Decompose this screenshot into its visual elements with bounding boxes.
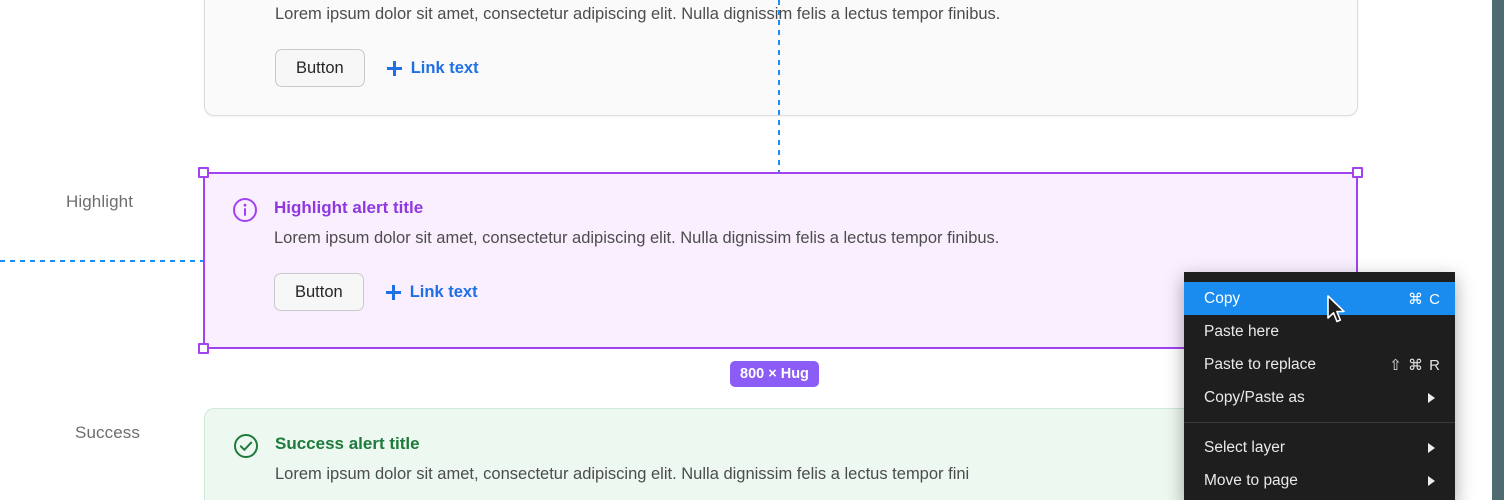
chevron-right-icon: [1428, 392, 1435, 403]
alert-link-label: Link text: [409, 282, 478, 301]
alert-description: Lorem ipsum dolor sit amet, consectetur …: [275, 5, 1001, 23]
context-menu-item-label: Select layer: [1204, 438, 1285, 456]
context-menu-item-label: Move to page: [1204, 471, 1298, 489]
alert-link-label: Link text: [410, 58, 479, 77]
context-menu-item-shortcut: ⌘ C: [1408, 290, 1441, 308]
context-menu-item-paste-here[interactable]: Paste here: [1184, 315, 1455, 348]
chevron-right-icon: [1428, 475, 1435, 486]
context-menu-item-label: Copy: [1204, 289, 1241, 307]
size-badge: 800 × Hug: [730, 361, 819, 387]
alert-card-default[interactable]: Lorem ipsum dolor sit amet, consectetur …: [204, 0, 1358, 116]
vertical-alignment-guide: [778, 0, 780, 173]
alert-title: Success alert title: [275, 434, 420, 453]
alert-button[interactable]: Button: [275, 49, 365, 87]
alert-title: Highlight alert title: [274, 198, 424, 217]
context-menu-item-copy[interactable]: Copy ⌘ C: [1184, 282, 1455, 315]
alert-link[interactable]: Link text: [386, 58, 479, 78]
context-menu-item-copy-paste-as[interactable]: Copy/Paste as: [1184, 381, 1455, 414]
row-label-success: Success: [75, 423, 140, 442]
context-menu-item-shortcut: ⇧ ⌘ R: [1389, 356, 1441, 374]
context-menu-separator: [1184, 422, 1455, 423]
right-edge-strip: [1492, 0, 1504, 500]
context-menu-item-move-to-page[interactable]: Move to page: [1184, 464, 1455, 497]
context-menu-item-label: Copy/Paste as: [1204, 388, 1305, 406]
context-menu[interactable]: Copy ⌘ C Paste here Paste to replace ⇧ ⌘…: [1184, 272, 1455, 500]
alert-description: Lorem ipsum dolor sit amet, consectetur …: [274, 229, 1000, 247]
info-icon: [232, 197, 258, 223]
context-menu-item-label: Paste to replace: [1204, 355, 1317, 373]
alert-card-highlight[interactable]: Highlight alert title Lorem ipsum dolor …: [204, 173, 1357, 348]
alert-button[interactable]: Button: [274, 273, 364, 311]
context-menu-item-label: Paste here: [1204, 322, 1279, 340]
check-circle-icon: [233, 433, 259, 459]
info-icon-default: [233, 3, 259, 29]
horizontal-alignment-guide: [0, 260, 204, 262]
context-menu-item-paste-to-replace[interactable]: Paste to replace ⇧ ⌘ R: [1184, 348, 1455, 381]
plus-icon: [385, 284, 401, 300]
alert-link[interactable]: Link text: [385, 282, 478, 302]
alert-description: Lorem ipsum dolor sit amet, consectetur …: [275, 465, 970, 483]
context-menu-item-select-layer[interactable]: Select layer: [1184, 431, 1455, 464]
plus-icon: [386, 60, 402, 76]
row-label-highlight: Highlight: [66, 192, 134, 211]
chevron-right-icon: [1428, 442, 1435, 453]
